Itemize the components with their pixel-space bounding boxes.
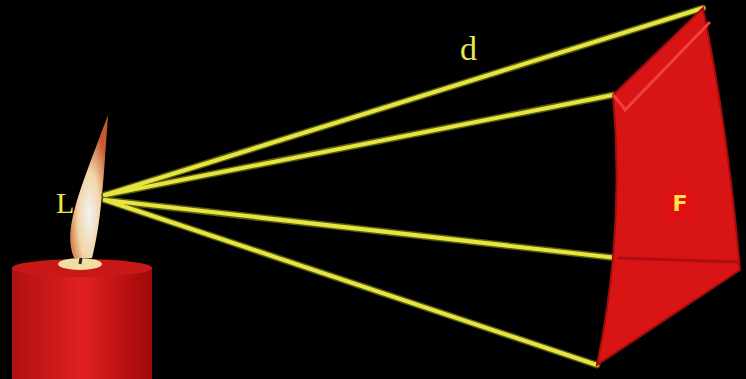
- surface-fold: [617, 258, 738, 262]
- candle-body: [12, 268, 152, 379]
- source-label: L: [56, 186, 74, 220]
- candle-top: [12, 259, 152, 277]
- surface-outline: [592, 4, 744, 370]
- surface-edge-highlight: [613, 22, 710, 110]
- illuminated-surface: F: [592, 4, 744, 370]
- distance-label: d: [460, 30, 477, 68]
- surface-label: F: [667, 190, 692, 218]
- flame: [70, 115, 108, 258]
- surface-shape: [597, 8, 740, 365]
